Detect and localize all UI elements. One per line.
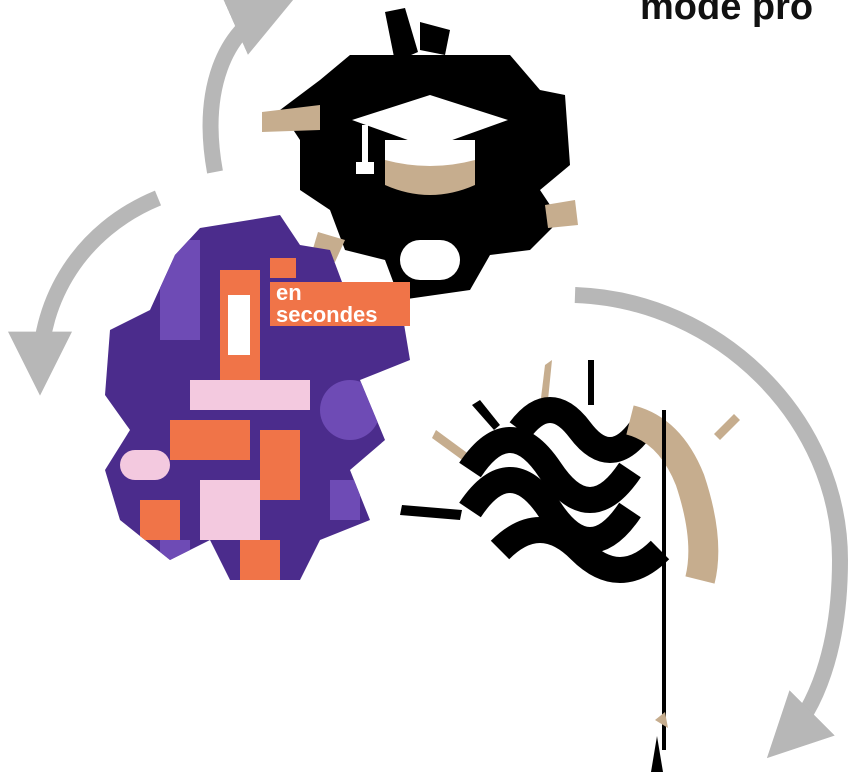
brain-logo-icon — [400, 360, 740, 772]
illustration-text-line2: secondes — [276, 302, 378, 327]
arrow-top — [211, 10, 270, 172]
isometric-illustration: en secondes — [95, 210, 415, 590]
